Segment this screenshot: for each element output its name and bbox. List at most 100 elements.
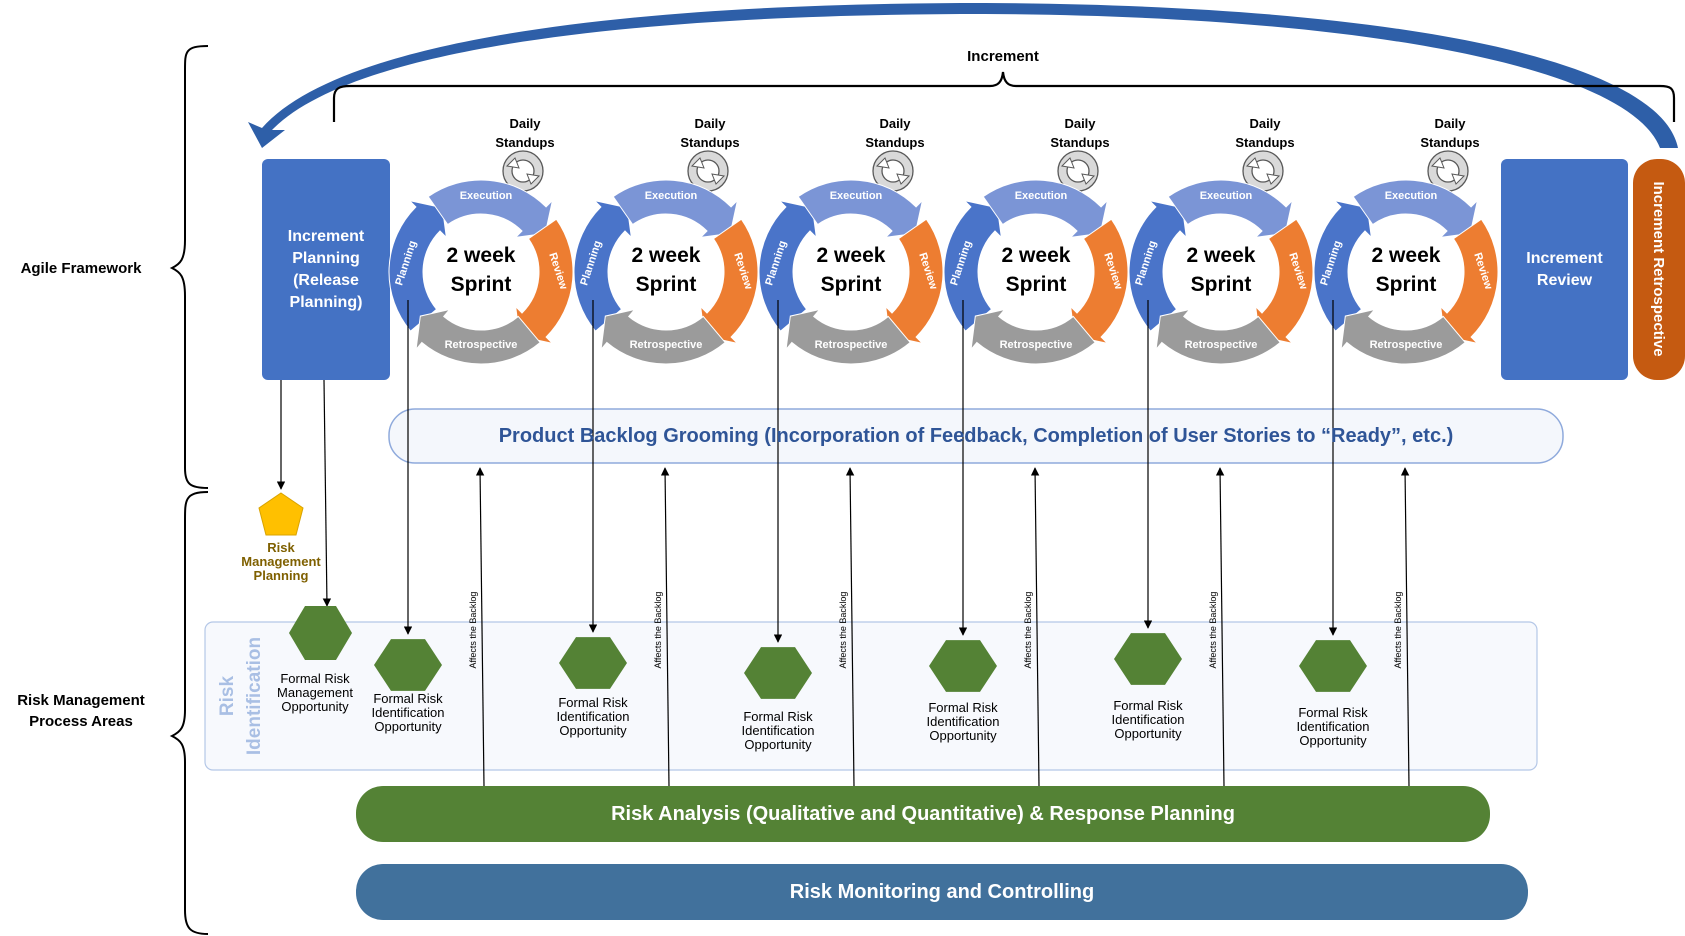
- affects-backlog-arrow: [660, 467, 670, 787]
- risk-planning-label-2: Management: [241, 554, 321, 569]
- increment-planning-line4: Planning): [289, 293, 363, 311]
- retrospective-arc: [970, 308, 1096, 365]
- formal-ident-line2: Identification: [741, 723, 815, 738]
- execution-arc: [1352, 179, 1479, 239]
- retrospective-arc: [1340, 308, 1466, 365]
- planning-arc: [388, 199, 448, 332]
- agile-brace: [169, 45, 209, 489]
- formal-risk-identification-hexagon[interactable]: [744, 647, 812, 699]
- planning-arc: [573, 199, 633, 332]
- identification-group: Affects the Backlog Affects the Backlog Af…: [374, 300, 1410, 787]
- risk-monitoring-text: Risk Monitoring and Controlling: [789, 880, 1095, 903]
- sprint-title-2: Sprint: [1006, 273, 1067, 296]
- increment-retrospective-box[interactable]: [1633, 159, 1685, 380]
- formal-mgmt-line2: Management: [277, 685, 353, 700]
- formal-risk-identification-hexagon[interactable]: [1299, 640, 1367, 692]
- agile-framework-label: Agile Framework: [20, 260, 142, 277]
- sprint-title-2: Sprint: [1376, 273, 1437, 296]
- standups-label-2: Standups: [680, 135, 739, 150]
- increment-review-text: Increment Review: [1501, 159, 1628, 380]
- execution-arc: [797, 179, 924, 239]
- execution-arc: [1167, 179, 1294, 239]
- standups-label-1: Daily: [879, 116, 911, 131]
- formal-ident-line1: Formal Risk: [373, 691, 443, 706]
- affects-backlog-label: Affects the Backlog: [1393, 592, 1403, 669]
- execution-label: Execution: [1015, 190, 1068, 202]
- increment-planning-line3: (Release: [293, 271, 359, 289]
- affects-backlog-arrow: [1030, 467, 1040, 787]
- formal-ident-line2: Identification: [371, 705, 445, 720]
- daily-standups-icon: [687, 150, 729, 192]
- review-arc: [1439, 218, 1499, 345]
- standups-label-2: Standups: [865, 135, 924, 150]
- standups-label-2: Standups: [1420, 135, 1479, 150]
- formal-risk-identification-hexagon[interactable]: [1114, 633, 1182, 685]
- formal-ident-line1: Formal Risk: [743, 709, 813, 724]
- risk-management-label: Risk Management Process Areas: [0, 690, 162, 732]
- review-arc: [699, 218, 759, 345]
- standups-label-1: Daily: [509, 116, 541, 131]
- formal-risk-identification-hexagon[interactable]: [374, 639, 442, 691]
- risk-identification-area: [204, 621, 1538, 771]
- standups-label-2: Standups: [1235, 135, 1294, 150]
- increment-review-box[interactable]: [1501, 159, 1628, 380]
- increment-planning-box[interactable]: [262, 159, 390, 380]
- retrospective-arc: [415, 308, 541, 365]
- formal-risk-identification-hexagon[interactable]: [929, 640, 997, 692]
- planning-arc: [943, 199, 1003, 332]
- sprint-title-1: 2 week: [1187, 244, 1256, 267]
- formal-ident-line1: Formal Risk: [1298, 705, 1368, 720]
- increment-planning-line1: Increment: [287, 227, 365, 245]
- risk-planning-label-3: Planning: [254, 568, 309, 583]
- increment-planning-text: Increment Planning (Release Planning): [262, 159, 390, 380]
- sprint-title-2: Sprint: [451, 273, 512, 296]
- formal-ident-line3: Opportunity: [1299, 733, 1367, 748]
- backlog-grooming-text: Product Backlog Grooming (Incorporation …: [498, 424, 1454, 447]
- execution-label: Execution: [830, 190, 883, 202]
- risk-management-planning-pentagon[interactable]: [258, 492, 304, 536]
- risk-management-label-line2: Process Areas: [29, 713, 133, 730]
- formal-risk-identification-hexagon[interactable]: [559, 637, 627, 689]
- affects-backlog-label: Affects the Backlog: [1023, 592, 1033, 669]
- sprint-title-1: 2 week: [632, 244, 701, 267]
- formal-ident-line2: Identification: [556, 709, 630, 724]
- risk-analysis-box[interactable]: [356, 786, 1490, 842]
- retrospective-arc: [785, 308, 911, 365]
- formal-ident-line2: Identification: [926, 714, 1000, 729]
- sprint-title-1: 2 week: [447, 244, 516, 267]
- risk-monitoring-box[interactable]: [356, 864, 1528, 920]
- daily-standups-icon: [502, 150, 544, 192]
- formal-ident-line2: Identification: [1296, 719, 1370, 734]
- formal-ident-line3: Opportunity: [1114, 726, 1182, 741]
- review-arc: [1069, 218, 1129, 345]
- sprint-title-1: 2 week: [1002, 244, 1071, 267]
- daily-standups-icon: [1242, 150, 1284, 192]
- affects-backlog-label: Affects the Backlog: [838, 592, 848, 669]
- affects-backlog-label: Affects the Backlog: [653, 592, 663, 669]
- standups-label-1: Daily: [1064, 116, 1096, 131]
- formal-ident-line3: Opportunity: [929, 728, 997, 743]
- affects-backlog-arrow: [1400, 467, 1410, 787]
- planning-arc: [758, 199, 818, 332]
- formal-mgmt-line3: Opportunity: [281, 699, 349, 714]
- formal-ident-line3: Opportunity: [559, 723, 627, 738]
- formal-mgmt-line1: Formal Risk: [280, 671, 350, 686]
- retrospective-label: Retrospective: [815, 339, 888, 351]
- backlog-grooming-box[interactable]: [388, 408, 1564, 464]
- formal-risk-management-hexagon[interactable]: [289, 606, 352, 660]
- affects-backlog-label: Affects the Backlog: [468, 592, 478, 669]
- affects-backlog-label: Affects the Backlog: [1208, 592, 1218, 669]
- formal-ident-line3: Opportunity: [744, 737, 812, 752]
